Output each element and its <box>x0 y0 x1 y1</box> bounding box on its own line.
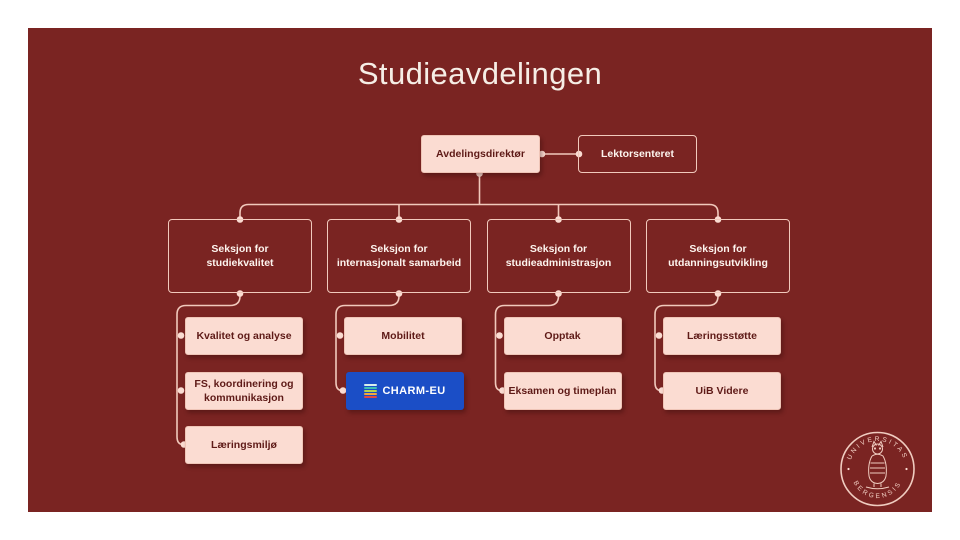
box-laeringsmiljo: Læringsmiljø <box>185 426 303 464</box>
box-lektorsenteret: Lektorsenteret <box>578 135 697 173</box>
charm-eu-label: CHARM-EU <box>382 384 446 397</box>
box-eksamen-og-timeplan: Eksamen og timeplan <box>503 372 622 410</box>
charm-eu-flame-icon <box>364 384 378 398</box>
page-title: Studieavdelingen <box>357 56 603 91</box>
box-avdelingsdirektor: Avdelingsdirektør <box>421 135 540 173</box>
box-fs-koordinering-og-kommunikasjon: FS, koordinering og kommunikasjon <box>185 372 303 410</box>
box-opptak: Opptak <box>503 317 622 355</box>
box-seksjon-studiekvalitet: Seksjon for studiekvalitet <box>168 219 312 293</box>
box-charm-eu: CHARM-EU <box>346 372 464 410</box>
box-laeringsstotte: Læringsstøtte <box>663 317 781 355</box>
box-seksjon-studieadministrasjon: Seksjon for studieadministrasjon <box>486 219 631 293</box>
box-kvalitet-og-analyse: Kvalitet og analyse <box>185 317 303 355</box>
box-mobilitet: Mobilitet <box>344 317 462 355</box>
box-uib-videre: UiB Videre <box>663 372 781 410</box>
slide-background <box>28 28 932 512</box>
box-seksjon-utdanningsutvikling: Seksjon for utdanningsutvikling <box>646 219 790 293</box>
box-seksjon-internasjonalt-samarbeid: Seksjon for internasjonalt samarbeid <box>327 219 471 293</box>
